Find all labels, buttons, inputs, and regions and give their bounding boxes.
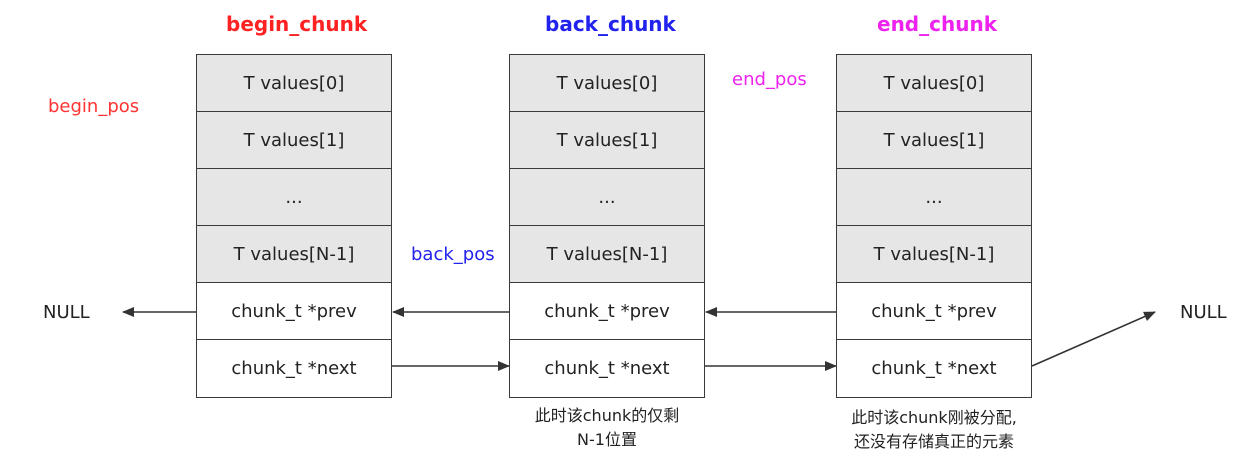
value-cell: T values[N-1] [197, 226, 391, 283]
value-cell: T values[0] [837, 55, 1031, 112]
null-right-label: NULL [1180, 302, 1227, 323]
end-pos-label: end_pos [732, 69, 807, 90]
next-pointer-cell: chunk_t *next [197, 340, 391, 397]
back-chunk: T values[0] T values[1] ... T values[N-1… [509, 54, 705, 398]
begin-chunk-title: begin_chunk [226, 12, 368, 36]
note-line: 还没有存储真正的元素 [853, 432, 1014, 451]
null-left-label: NULL [43, 302, 90, 323]
begin-chunk: T values[0] T values[1] ... T values[N-1… [196, 54, 392, 398]
ellipsis-cell: ... [837, 169, 1031, 226]
next-arrow-end-to-null [1031, 311, 1156, 367]
value-cell: T values[0] [510, 55, 704, 112]
ellipsis-cell: ... [197, 169, 391, 226]
back-chunk-title: back_chunk [545, 12, 676, 36]
back-pos-label: back_pos [411, 244, 495, 265]
value-cell: T values[N-1] [510, 226, 704, 283]
note-line: 此时该chunk的仅剩 [534, 406, 680, 425]
prev-pointer-cell: chunk_t *prev [197, 283, 391, 340]
value-cell: T values[0] [197, 55, 391, 112]
begin-pos-label: begin_pos [48, 96, 140, 117]
prev-pointer-cell: chunk_t *prev [510, 283, 704, 340]
ellipsis-cell: ... [510, 169, 704, 226]
back-chunk-note: 此时该chunk的仅剩 N-1位置 [509, 404, 705, 452]
end-chunk: T values[0] T values[1] ... T values[N-1… [836, 54, 1032, 398]
value-cell: T values[1] [510, 112, 704, 169]
end-chunk-note: 此时该chunk刚被分配, 还没有存储真正的元素 [836, 406, 1032, 454]
value-cell: T values[1] [837, 112, 1031, 169]
next-pointer-cell: chunk_t *next [510, 340, 704, 397]
value-cell: T values[1] [197, 112, 391, 169]
next-pointer-cell: chunk_t *next [837, 340, 1031, 397]
prev-pointer-cell: chunk_t *prev [837, 283, 1031, 340]
note-line: 此时该chunk刚被分配, [851, 408, 1017, 427]
value-cell: T values[N-1] [837, 226, 1031, 283]
end-chunk-title: end_chunk [877, 12, 997, 36]
note-line: N-1位置 [577, 430, 637, 449]
